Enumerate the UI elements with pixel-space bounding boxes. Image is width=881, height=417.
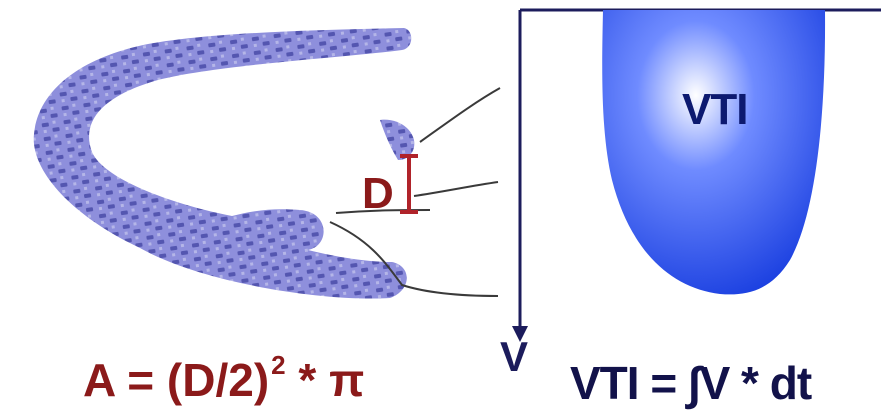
- diameter-marker: [400, 156, 418, 212]
- vti-formula: VTI = ∫V * dt: [570, 360, 811, 406]
- area-formula-rhs: * π: [286, 354, 365, 406]
- vti-label: VTI: [682, 88, 747, 132]
- area-formula-exponent: 2: [271, 350, 285, 380]
- valve-tip: [380, 120, 414, 160]
- leader-line-1: [420, 88, 500, 142]
- velocity-axis-label: V: [500, 336, 528, 378]
- vti-profile: [602, 10, 825, 294]
- heart-outflow-shape: [34, 28, 412, 299]
- area-formula-lhs: A = (D/2): [83, 354, 269, 406]
- diameter-label: D: [362, 172, 394, 216]
- area-formula: A = (D/2)2 * π: [83, 352, 364, 403]
- leader-line-2: [414, 182, 498, 196]
